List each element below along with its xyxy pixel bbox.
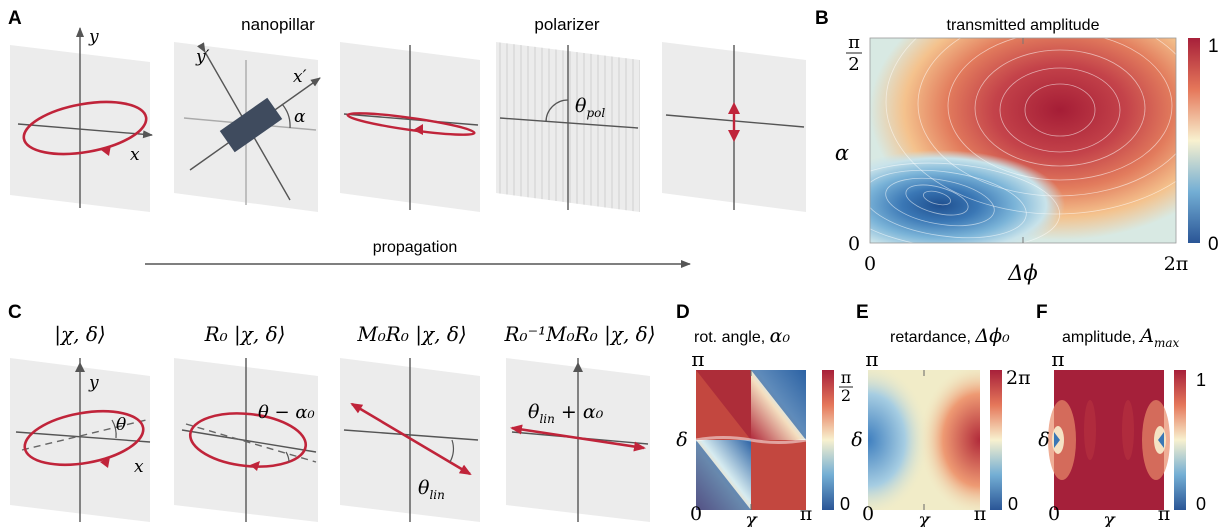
panel-e-xtick-0: 0 <box>862 503 874 525</box>
ellipse-after-pillar <box>346 112 476 136</box>
panel-d-letter: D <box>676 302 690 323</box>
panel-f-heatmap <box>1048 370 1170 510</box>
panel-d-xtick-0: 0 <box>690 503 702 525</box>
panel-a-plate-5 <box>662 42 806 212</box>
axis-label-xprime: x′ <box>293 67 307 87</box>
panel-b-cbar-top: 1 <box>1208 36 1219 57</box>
panel-b-letter: B <box>815 8 829 29</box>
panel-e-title: retardance, Δϕ₀ <box>890 325 1010 347</box>
panel-d-title: rot. angle, α₀ <box>694 325 790 347</box>
panel-c-title-1: |χ, δ⟩ <box>54 322 105 347</box>
panel-c-title-3: M₀R₀ |χ, δ⟩ <box>356 322 466 347</box>
axis-label-x: x <box>130 145 140 165</box>
panel-e-cbar-bottom: 0 <box>1008 494 1018 514</box>
panel-b-title: transmitted amplitude <box>947 17 1100 34</box>
panel-f-letter: F <box>1036 302 1048 323</box>
panel-e-ytick-pi: π <box>865 347 878 371</box>
linear-arrow-c4 <box>510 424 646 452</box>
panel-c-plate-1: y x θ <box>10 358 151 522</box>
nanopillar-shape <box>219 97 283 153</box>
panel-a-plate-3 <box>340 42 480 212</box>
panel-c-plate-4: θlin + α₀ <box>506 358 650 522</box>
panel-f-cbar-top: 1 <box>1196 370 1206 390</box>
panel-a-letter: A <box>8 8 22 29</box>
panel-e-cbar-top: 2π <box>1006 367 1031 389</box>
axis-label-yprime: y′ <box>195 47 210 67</box>
panel-d-ylabel: δ <box>676 429 687 451</box>
panel-d-ytick-pi: π <box>691 347 704 371</box>
panel-c-title-4: R₀⁻¹M₀R₀ |χ, δ⟩ <box>504 322 656 347</box>
panel-e-colorbar <box>990 370 1002 510</box>
axis-label-x-c: x <box>134 457 144 477</box>
panel-c-title-2: R₀ |χ, δ⟩ <box>204 322 286 347</box>
alpha-label: α <box>294 107 306 127</box>
panel-c-plate-2: θ − α₀ <box>174 358 318 522</box>
panel-e-xlabel: χ <box>916 509 931 527</box>
panel-b-ytick-2: 2 <box>848 54 859 75</box>
ellipse-c1 <box>23 409 145 467</box>
theta-lin-label: θlin <box>418 477 445 502</box>
panel-f-title: amplitude, Amax <box>1062 325 1180 350</box>
panel-a-title-nanopillar: nanopillar <box>241 15 315 34</box>
panel-e-letter: E <box>856 302 869 323</box>
panel-a-title-polarizer: polarizer <box>534 15 600 34</box>
panel-f-ytick-pi: π <box>1051 347 1064 371</box>
theta-minus-label: θ − α₀ <box>258 402 315 423</box>
panel-f-cbar-bottom: 0 <box>1196 494 1206 514</box>
panel-d-heatmap <box>695 370 807 510</box>
linear-arrow-c3 <box>350 402 472 476</box>
panel-e-ylabel: δ <box>851 429 862 451</box>
ellipse-input <box>22 100 148 156</box>
theta-lin-plus-label: θlin + α₀ <box>528 401 604 426</box>
axis-label-y: y <box>88 27 99 47</box>
panel-b-xtick-2pi: 2π <box>1164 253 1189 275</box>
panel-f-ylabel: δ <box>1038 429 1049 451</box>
panel-b-xtick-0: 0 <box>864 253 876 275</box>
panel-d-cbar-top-den: 2 <box>841 386 851 405</box>
panel-f-xtick-0: 0 <box>1048 503 1060 525</box>
panel-a-plate-1: y x <box>10 27 153 212</box>
panel-f-xlabel: χ <box>1101 509 1116 527</box>
panel-e-heatmap <box>868 370 980 510</box>
panel-b-cbar-bottom: 0 <box>1208 234 1219 255</box>
panel-f-colorbar <box>1174 370 1186 510</box>
propagation-label: propagation <box>373 239 458 256</box>
axis-label-y-c: y <box>88 373 99 393</box>
panel-c-letter: C <box>8 302 22 323</box>
panel-b-heatmap <box>869 37 1177 244</box>
panel-b-colorbar <box>1188 38 1200 243</box>
panel-d-xtick-pi: π <box>800 503 813 525</box>
theta-label: θ <box>116 415 126 435</box>
panel-b-ytick-pi: π <box>848 32 860 53</box>
panel-a-plate-polarizer: θpol <box>496 42 640 212</box>
theta-pol-label: θpol <box>575 95 605 120</box>
panel-b-ylabel: α <box>835 141 849 165</box>
panel-e-xtick-pi: π <box>974 503 987 525</box>
panel-d-colorbar <box>822 370 834 510</box>
panel-f-xtick-pi: π <box>1158 503 1171 525</box>
ellipse-c2 <box>188 412 308 468</box>
panel-d-xlabel: χ <box>743 509 758 527</box>
panel-b-ytick-0: 0 <box>848 233 860 255</box>
panel-d-cbar-top-num: π <box>841 368 852 387</box>
panel-a-plate-nanopillar: y′ x′ α <box>174 42 321 212</box>
panel-b-xlabel: Δϕ <box>1007 261 1037 285</box>
panel-d-cbar-bottom: 0 <box>840 494 850 514</box>
panel-c-plate-3: θlin <box>340 358 480 522</box>
